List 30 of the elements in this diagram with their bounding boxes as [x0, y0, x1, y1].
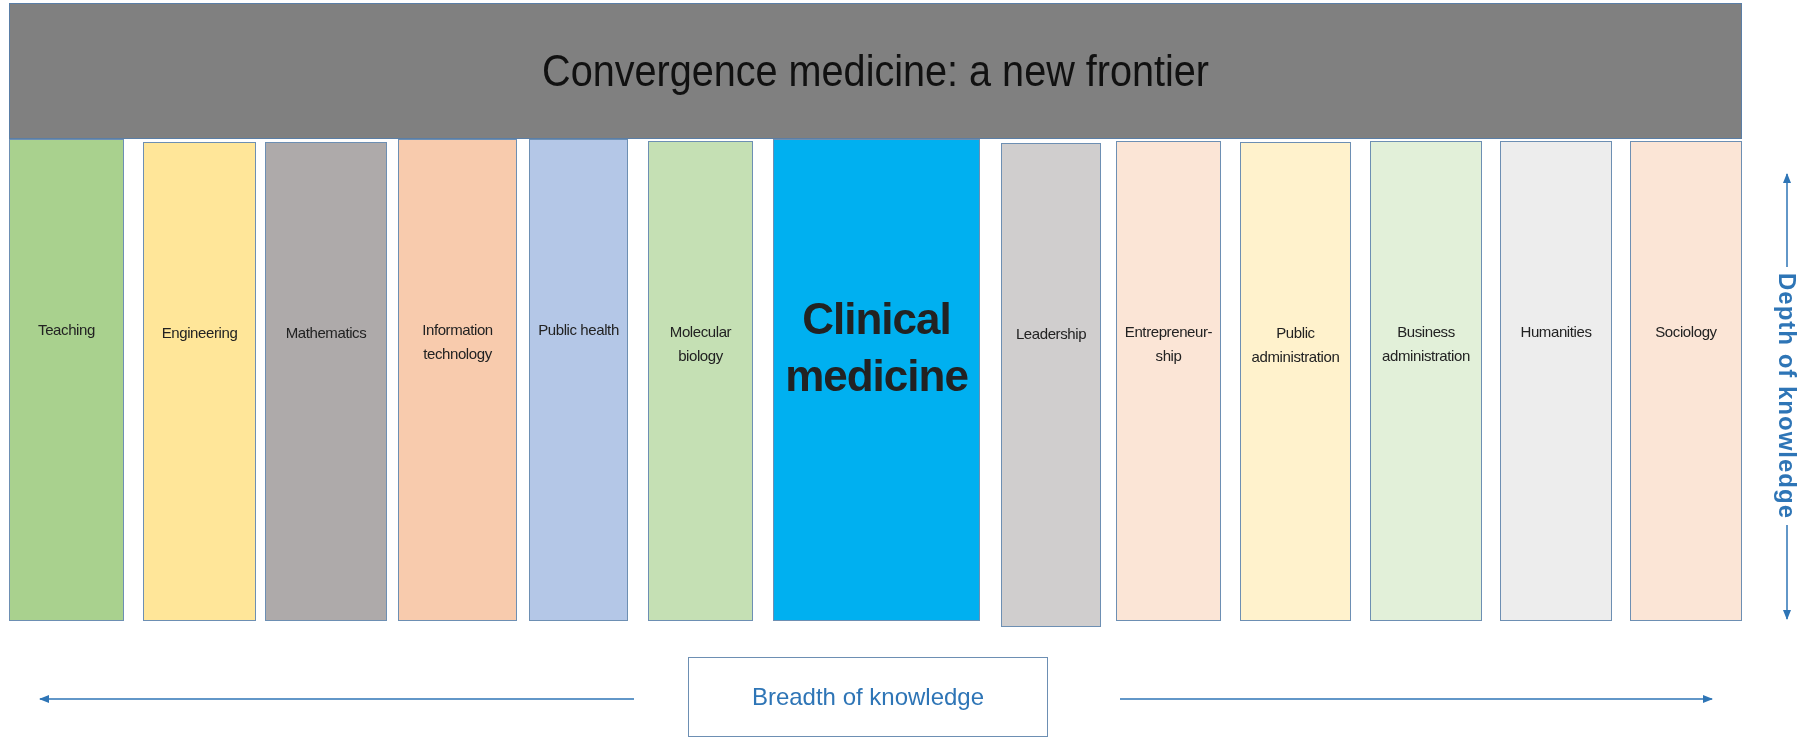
discipline-label: Public health	[538, 320, 619, 340]
discipline-column	[1500, 141, 1612, 621]
discipline-column	[1370, 141, 1482, 621]
discipline-column	[1116, 141, 1221, 621]
discipline-label: Leadership	[1015, 324, 1087, 344]
discipline-label: Mathematics	[285, 323, 367, 343]
discipline-column	[529, 139, 628, 621]
discipline-column	[1630, 141, 1742, 621]
discipline-column	[1001, 143, 1101, 627]
discipline-column	[1240, 142, 1351, 621]
discipline-label: Engineering	[161, 323, 238, 343]
discipline-label: Public administration	[1250, 323, 1341, 367]
discipline-column	[9, 139, 124, 621]
discipline-column	[143, 142, 256, 621]
discipline-label: Entrepreneur-ship	[1123, 322, 1214, 366]
discipline-column	[773, 139, 980, 621]
discipline-column	[265, 142, 387, 621]
axis-label-box	[688, 657, 1048, 737]
discipline-label: Information technology	[421, 320, 494, 364]
discipline-label: Business administration	[1381, 322, 1471, 366]
discipline-label: Clinical medicine	[784, 293, 969, 403]
discipline-column	[398, 139, 517, 621]
discipline-label: Humanities	[1520, 322, 1592, 342]
discipline-label: Teaching	[38, 320, 95, 340]
title-text: Convergence medicine: a new frontier	[542, 46, 1209, 96]
discipline-label: Sociology	[1655, 322, 1717, 342]
discipline-label: Molecular biology	[668, 322, 733, 366]
discipline-column	[648, 141, 753, 621]
title-banner	[9, 3, 1742, 139]
axis-label: Breadth of knowledge	[751, 683, 985, 711]
